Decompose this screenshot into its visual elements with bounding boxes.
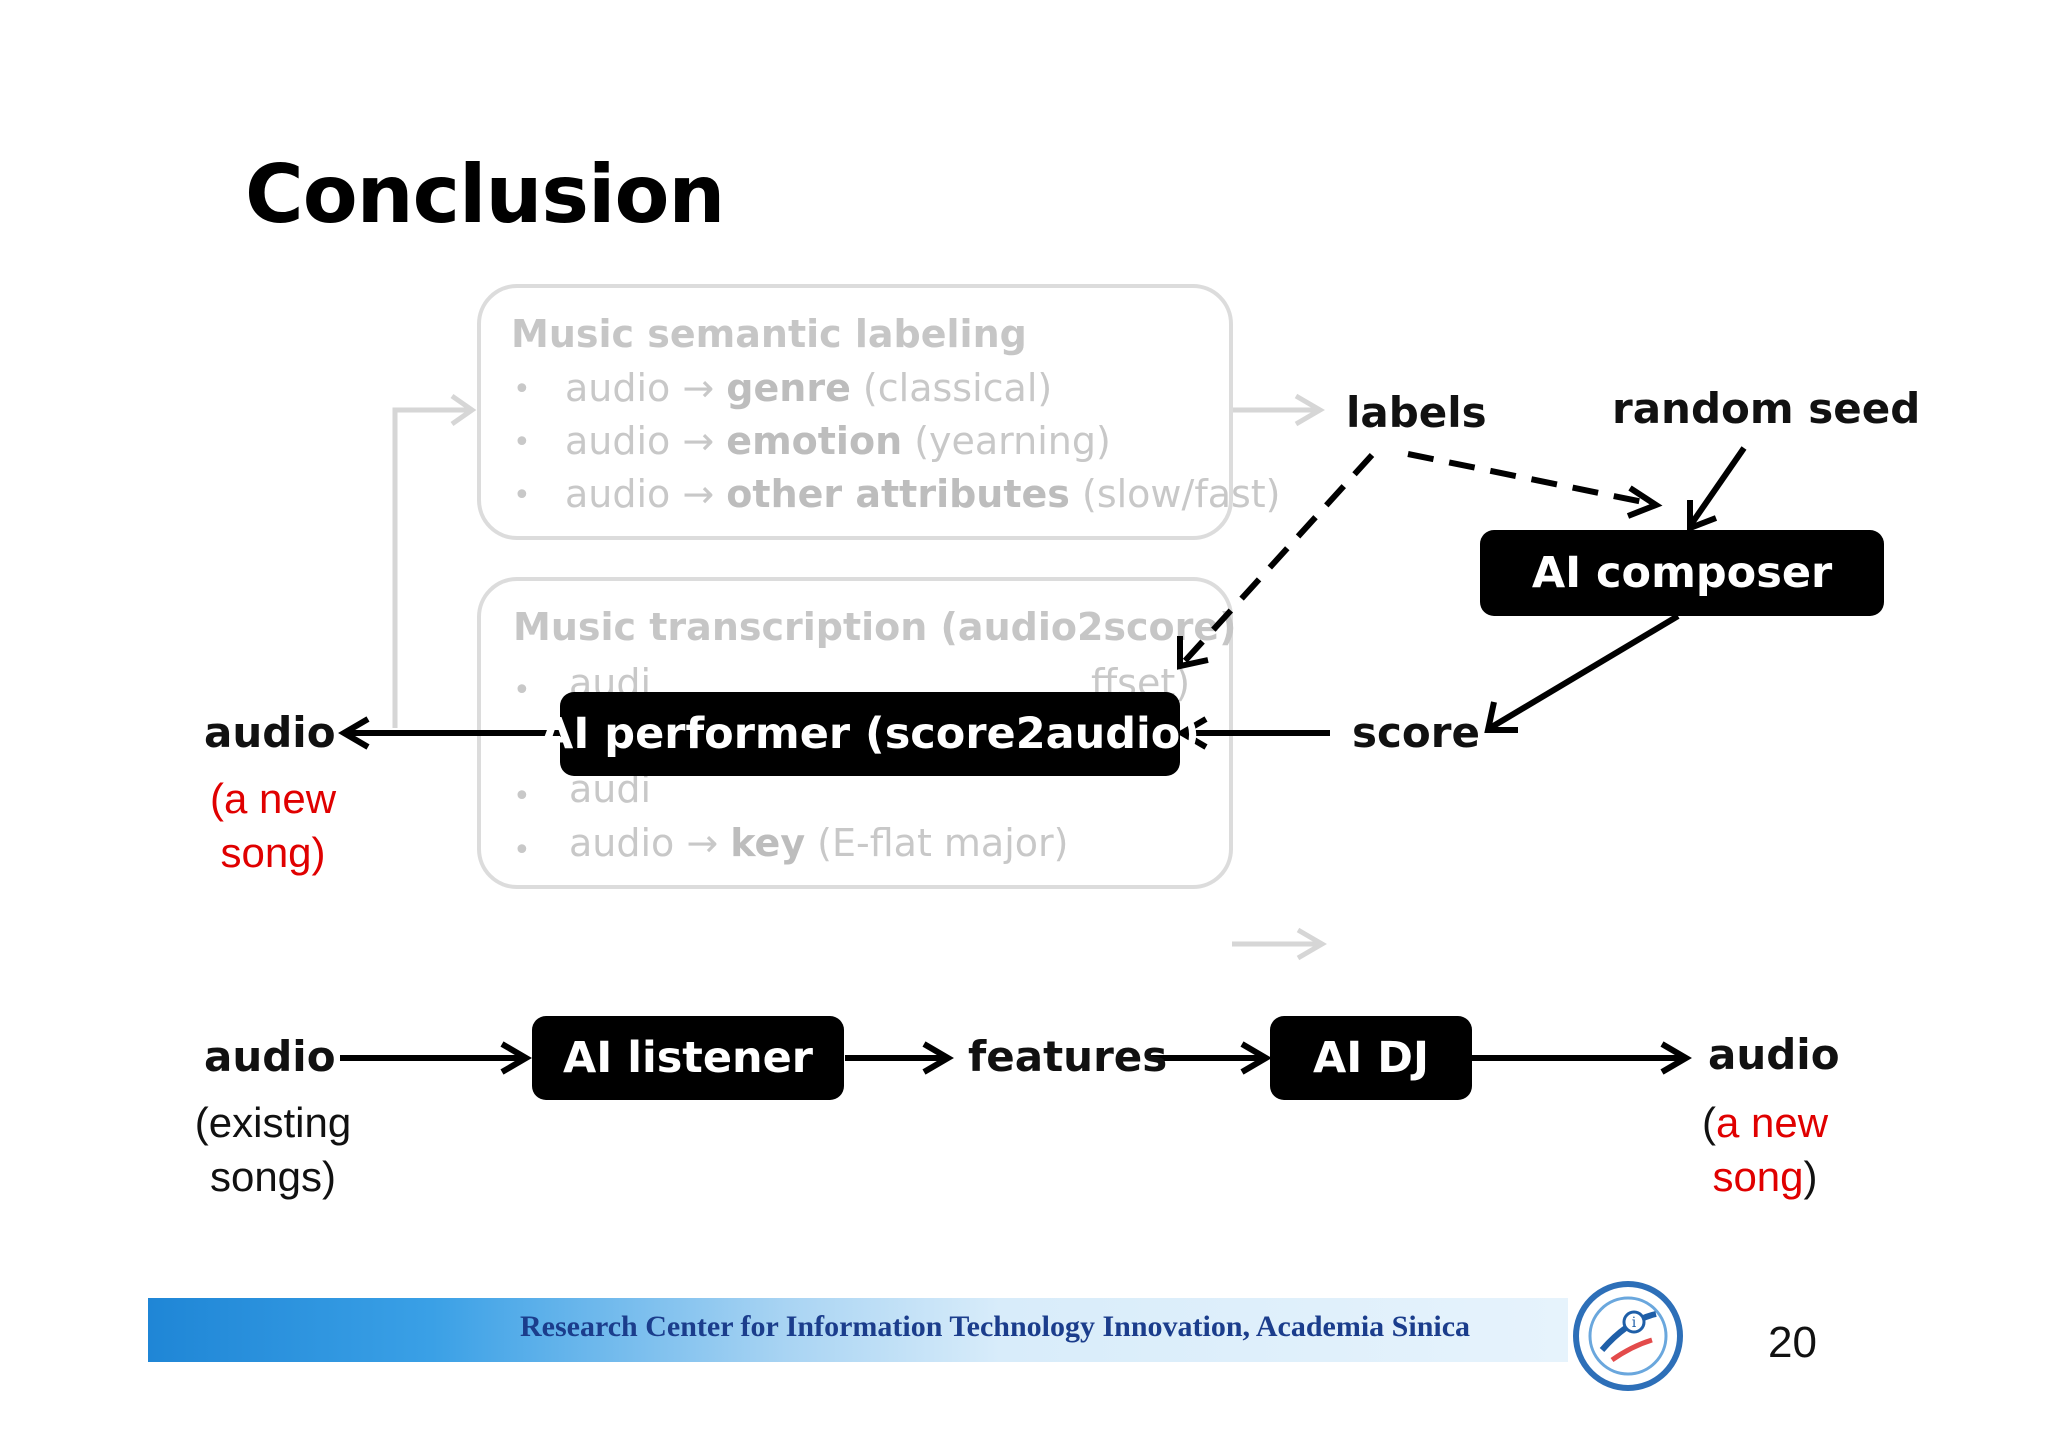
audio-input-note-line1: (existing (194, 1099, 352, 1146)
faded-connectors (392, 393, 1327, 961)
audio-result-label: audio (1708, 1030, 1840, 1079)
audio-result-note-line1: (a new (1701, 1099, 1829, 1146)
transcription-box-title: Music transcription (audio2score) (513, 605, 1237, 649)
audio-output-note-line2: song) (220, 829, 326, 876)
arrowhead-icon (1177, 636, 1209, 670)
dashed-arrow-labels-to-performer (1181, 452, 1375, 665)
transcription-box: Music transcription (audio2score) • audi… (477, 577, 1237, 889)
audio-output-label: audio (204, 708, 336, 757)
audio-output-note-line1: (a new (209, 775, 337, 822)
arrow-seed-to-composer (1687, 446, 1747, 528)
svg-text:i: i (1632, 1315, 1637, 1331)
footer-text: Research Center for Information Technolo… (520, 1310, 1471, 1343)
semantic-box-title: Music semantic labeling (511, 312, 1027, 356)
bullet-icon: • (513, 673, 531, 708)
audio-result-note-line2: song) (1712, 1153, 1818, 1200)
dashed-connectors (1181, 451, 1649, 665)
bullet-icon: • (513, 779, 531, 814)
semantic-item: audio → genre (classical) (565, 366, 1053, 410)
academia-sinica-logo-icon: i (1572, 1280, 1684, 1392)
footer-bar (148, 1298, 1568, 1362)
bullet-icon: • (513, 478, 531, 513)
arrow-composer-to-score (1488, 613, 1680, 731)
ai-dj-box: AI DJ (1270, 1016, 1472, 1100)
arrowhead-icon (1626, 485, 1663, 519)
audio-input-note-line2: songs) (209, 1153, 337, 1200)
semantic-item: audio → emotion (yearning) (565, 419, 1111, 463)
random-seed-label: random seed (1612, 384, 1921, 433)
slide-title: Conclusion (245, 148, 725, 241)
ai-listener-box: AI listener (532, 1016, 844, 1100)
bullet-icon: • (513, 833, 531, 868)
bullet-icon: • (513, 425, 531, 460)
ai-performer-box: AI performer (score2audio) (540, 692, 1200, 776)
bullet-icon: • (513, 372, 531, 407)
audio-input-label: audio (204, 1032, 336, 1081)
labels-label: labels (1346, 388, 1487, 437)
page-number: 20 (1768, 1318, 1817, 1367)
score-label: score (1352, 708, 1480, 757)
transcription-item: audio → key (E-flat major) (569, 821, 1069, 865)
dashed-arrow-labels-to-composer (1407, 451, 1649, 506)
faded-line-audio-to-semantic (392, 407, 470, 728)
semantic-item: audio → other attributes (slow/fast) (565, 472, 1281, 516)
semantic-labeling-box: Music semantic labeling • audio → genre … (477, 284, 1281, 540)
ai-composer-box: AI composer (1480, 530, 1884, 616)
features-label: features (968, 1032, 1168, 1081)
